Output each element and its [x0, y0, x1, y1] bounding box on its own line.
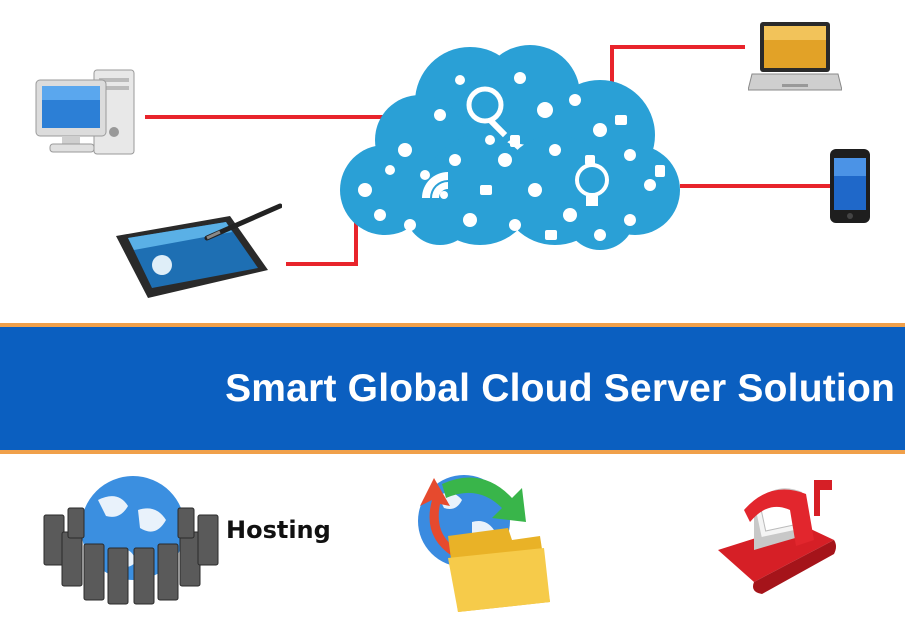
desktop-computer-icon [35, 69, 135, 155]
app-cloud-icon [340, 45, 680, 250]
title-banner: Smart Global Cloud Server Solution [0, 323, 905, 454]
banner-title: Smart Global Cloud Server Solution [225, 367, 895, 410]
server-globe-icon [43, 476, 219, 605]
smartphone-icon [830, 149, 870, 223]
tablet-stylus-icon [116, 203, 282, 298]
hosting-label: Hosting [226, 516, 331, 544]
mailbox-icon [718, 480, 836, 594]
laptop-icon [748, 22, 842, 91]
globe-folder-sync-icon [418, 475, 550, 612]
connector-tablet [286, 214, 358, 266]
